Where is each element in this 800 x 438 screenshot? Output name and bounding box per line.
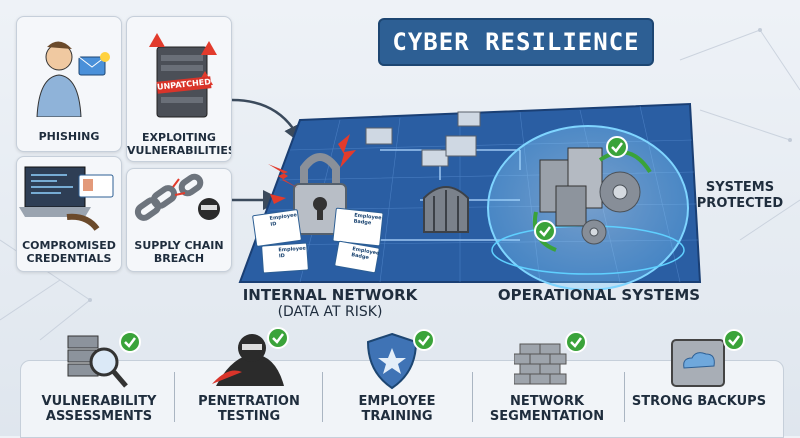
check-icon [534, 220, 556, 242]
measure-label: NETWORK SEGMENTATION [489, 394, 605, 424]
employee-badge-text: Employee Badge [353, 212, 382, 227]
server-magnifier-icon [67, 331, 141, 388]
protective-dome [487, 125, 689, 290]
measure-penetration-testing: PENETRATION TESTING [174, 326, 324, 436]
operational-systems-label: OPERATIONAL SYSTEMS [497, 286, 701, 304]
internal-network-sublabel: (DATA AT RISK) [277, 304, 383, 320]
credentials-label: COMPROMISED CREDENTIALS [22, 239, 116, 265]
brick-wall-icon [514, 331, 587, 385]
hacker-icon [212, 327, 289, 386]
measure-strong-backups: STRONG BACKUPS [624, 326, 774, 436]
measure-label: PENETRATION TESTING [198, 394, 300, 424]
divider [322, 372, 323, 422]
employee-badge-text: Employee ID [278, 245, 307, 260]
measure-vulnerability-assessments: VULNERABILITY ASSESSMENTS [24, 326, 174, 436]
phishing-label: PHISHING [38, 130, 100, 143]
cloud-safe-icon [671, 329, 745, 387]
phishing-person-icon [36, 41, 110, 118]
internal-network-label: INTERNAL NETWORK [242, 286, 418, 304]
divider [174, 372, 175, 422]
laptop-credentials-icon [19, 166, 114, 231]
divider [624, 372, 625, 422]
threat-card-phishing: PHISHING [16, 16, 122, 152]
threat-card-credentials: COMPROMISED CREDENTIALS [16, 156, 122, 272]
measure-label: VULNERABILITY ASSESSMENTS [41, 394, 157, 424]
threat-card-exploiting: UNPATCHED EXPLOITING VULNERABILITIES [126, 16, 232, 162]
employee-badge: Employee ID [251, 208, 303, 248]
threat-card-supply-chain: SUPPLY CHAIN BREACH [126, 168, 232, 272]
systems-protected-label: SYSTEMS PROTECTED [696, 180, 784, 211]
measure-employee-training: EMPLOYEE TRAINING [322, 326, 472, 436]
check-icon [606, 136, 628, 158]
exploiting-label: EXPLOITING VULNERABILITIES [127, 131, 232, 157]
measure-label: EMPLOYEE TRAINING [358, 394, 436, 424]
measure-network-segmentation: NETWORK SEGMENTATION [472, 326, 622, 436]
broken-chain-icon [134, 173, 220, 221]
shield-star-icon [366, 329, 435, 390]
measure-label: STRONG BACKUPS [631, 394, 767, 409]
employee-badge: Employee ID [261, 242, 309, 274]
supply-chain-label: SUPPLY CHAIN BREACH [134, 239, 224, 265]
divider [472, 372, 473, 422]
breach-lightning-icon [268, 134, 356, 204]
page-title: CYBER RESILIENCE [378, 18, 654, 66]
